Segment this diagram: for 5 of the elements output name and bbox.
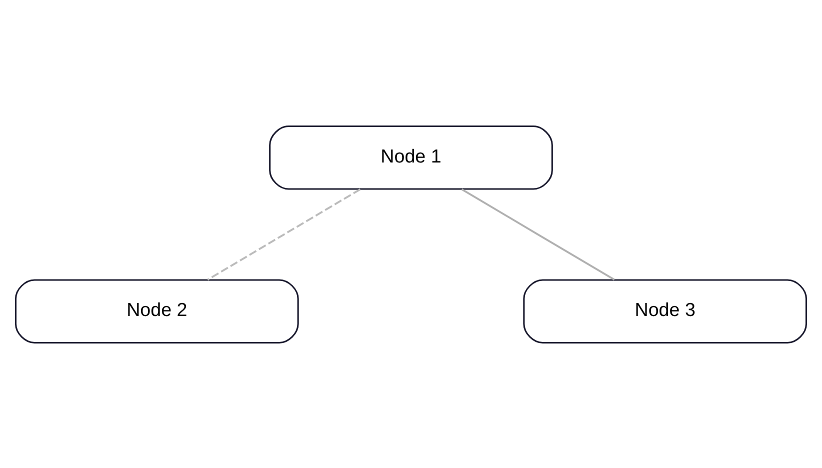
node-box: Node 2 (14, 278, 299, 344)
connector (207, 188, 361, 280)
node-box: Node 1 (269, 125, 553, 190)
node-box: Node 3 (523, 278, 808, 344)
connector (461, 188, 615, 280)
